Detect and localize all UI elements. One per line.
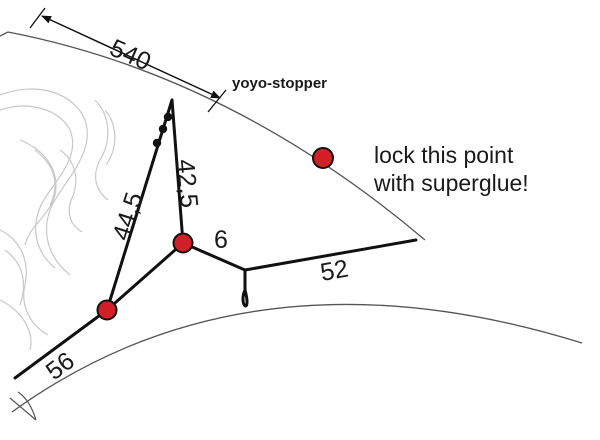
leading-edge-line: [7, 31, 426, 241]
sail-tip: [0, 31, 9, 37]
dimension-540: 540: [29, 7, 227, 113]
line-6: [181, 241, 247, 272]
lock-point-lower: [96, 299, 118, 321]
lock-note-line2: with superglue!: [373, 170, 529, 196]
line-44-5: [105, 98, 174, 312]
line-42-5: [170, 98, 185, 245]
bridle-lines: [13, 98, 418, 380]
corner-arc: [9, 397, 37, 421]
lock-point-upper: [172, 232, 194, 254]
line-inner: [105, 241, 185, 312]
knot-2: [158, 124, 168, 134]
knot-3: [152, 138, 162, 148]
decorative-pattern: [0, 88, 116, 351]
dimension-52-label: 52: [318, 255, 350, 287]
dimension-6-label: 6: [214, 226, 228, 254]
legend-lock-point: [312, 147, 334, 169]
lock-note-line1: lock this point: [374, 142, 514, 168]
trailing-edge-line: [11, 303, 583, 413]
knot-1: [163, 112, 173, 122]
line-52: [243, 238, 418, 272]
line-56: [13, 308, 109, 380]
stopper-knots: [152, 112, 173, 148]
yoyo-stopper-label: yoyo-stopper: [232, 75, 327, 92]
dimension-42-5-label: 42,5: [171, 158, 203, 209]
tow-loop: [241, 268, 249, 308]
corner-arc-2: [17, 391, 37, 421]
dimension-56-label: 56: [41, 347, 80, 386]
dimension-540-label: 540: [106, 34, 156, 77]
dimension-44-5-label: 44,5: [107, 189, 149, 244]
